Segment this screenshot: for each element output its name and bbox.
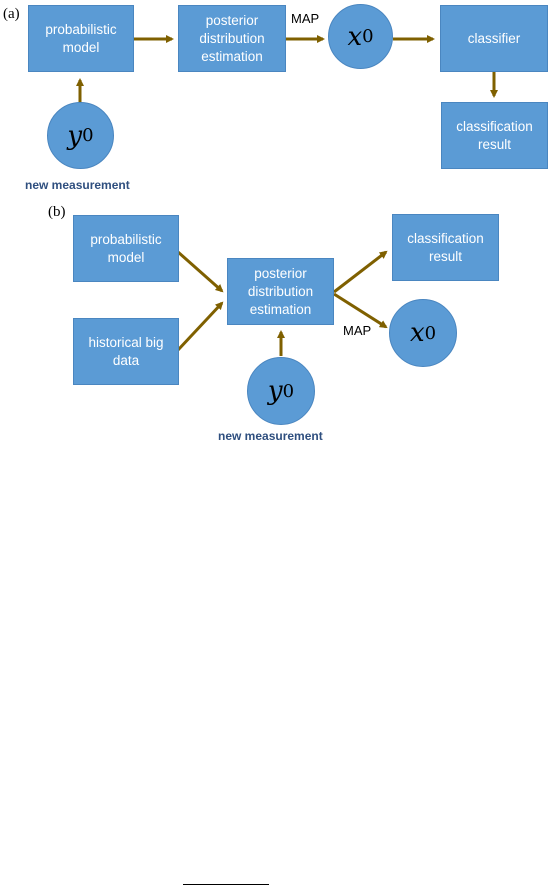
posterior-estimation-node-a: posterior distribution estimation	[178, 5, 286, 72]
classification-result-label-a: classification result	[456, 118, 533, 152]
probabilistic-model-node-b: probabilistic model	[73, 215, 179, 282]
classification-result-label-b: classification result	[407, 230, 484, 264]
map-label-a: MAP	[291, 11, 320, 26]
historical-big-data-label-b: historical big data	[88, 334, 164, 368]
classifier-label-a: classifier	[467, 30, 521, 46]
arrow-posterior-to-x0-b	[333, 292, 388, 329]
x0-sub-b: 0	[424, 322, 437, 344]
panel-a-label: (a)	[3, 6, 20, 22]
arrow-posterior-to-result-b	[333, 250, 388, 294]
classification-result-node-a: classification result	[441, 102, 548, 169]
classifier-node-a: classifier	[440, 5, 548, 72]
probabilistic-model-node-a: probabilistic model	[28, 5, 134, 72]
panel-b-label: (b)	[48, 204, 66, 220]
posterior-estimation-label-a: posterior distribution estimation	[199, 12, 265, 64]
y0-var-b: y	[267, 376, 283, 406]
probabilistic-model-label-a: probabilistic model	[45, 21, 117, 55]
y0-sub-a: 0	[82, 125, 94, 146]
posterior-estimation-node-b: posterior distribution estimation	[227, 258, 334, 325]
classification-result-node-b: classification result	[392, 214, 499, 281]
map-label-b: MAP	[343, 323, 372, 338]
footnote-rule	[183, 884, 269, 885]
new-measurement-caption-b: new measurement	[218, 429, 323, 443]
x0-var-a: x	[347, 21, 363, 52]
new-measurement-caption-a: new measurement	[25, 178, 130, 192]
x0-sub-a: 0	[362, 26, 374, 47]
arrow-model-to-posterior-b	[177, 250, 224, 293]
x0-var-b: x	[409, 318, 425, 348]
posterior-estimation-label-b: posterior distribution estimation	[247, 265, 314, 317]
y0-var-a: y	[67, 120, 83, 151]
historical-big-data-node-b: historical big data	[73, 318, 179, 385]
arrow-bigdata-to-posterior-b	[176, 301, 224, 352]
y0-sub-b: 0	[282, 380, 295, 402]
probabilistic-model-label-b: probabilistic model	[90, 231, 162, 265]
